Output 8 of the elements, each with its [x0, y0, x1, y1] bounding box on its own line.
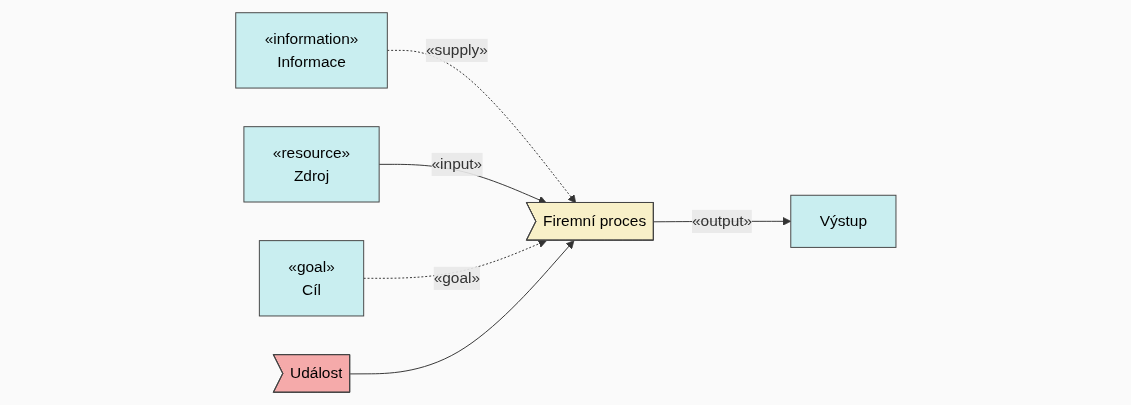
- edge-label: «goal»: [433, 269, 480, 287]
- node-box: «goal» Cíl: [258, 240, 364, 317]
- node-box: «information» Informace: [234, 12, 388, 89]
- edge-label: «supply»: [425, 41, 488, 59]
- node-box: Výstup: [789, 194, 897, 248]
- node-box: «resource» Zdroj: [243, 126, 380, 203]
- edge-label: «input»: [431, 155, 482, 173]
- edge-label: «output»: [691, 212, 752, 230]
